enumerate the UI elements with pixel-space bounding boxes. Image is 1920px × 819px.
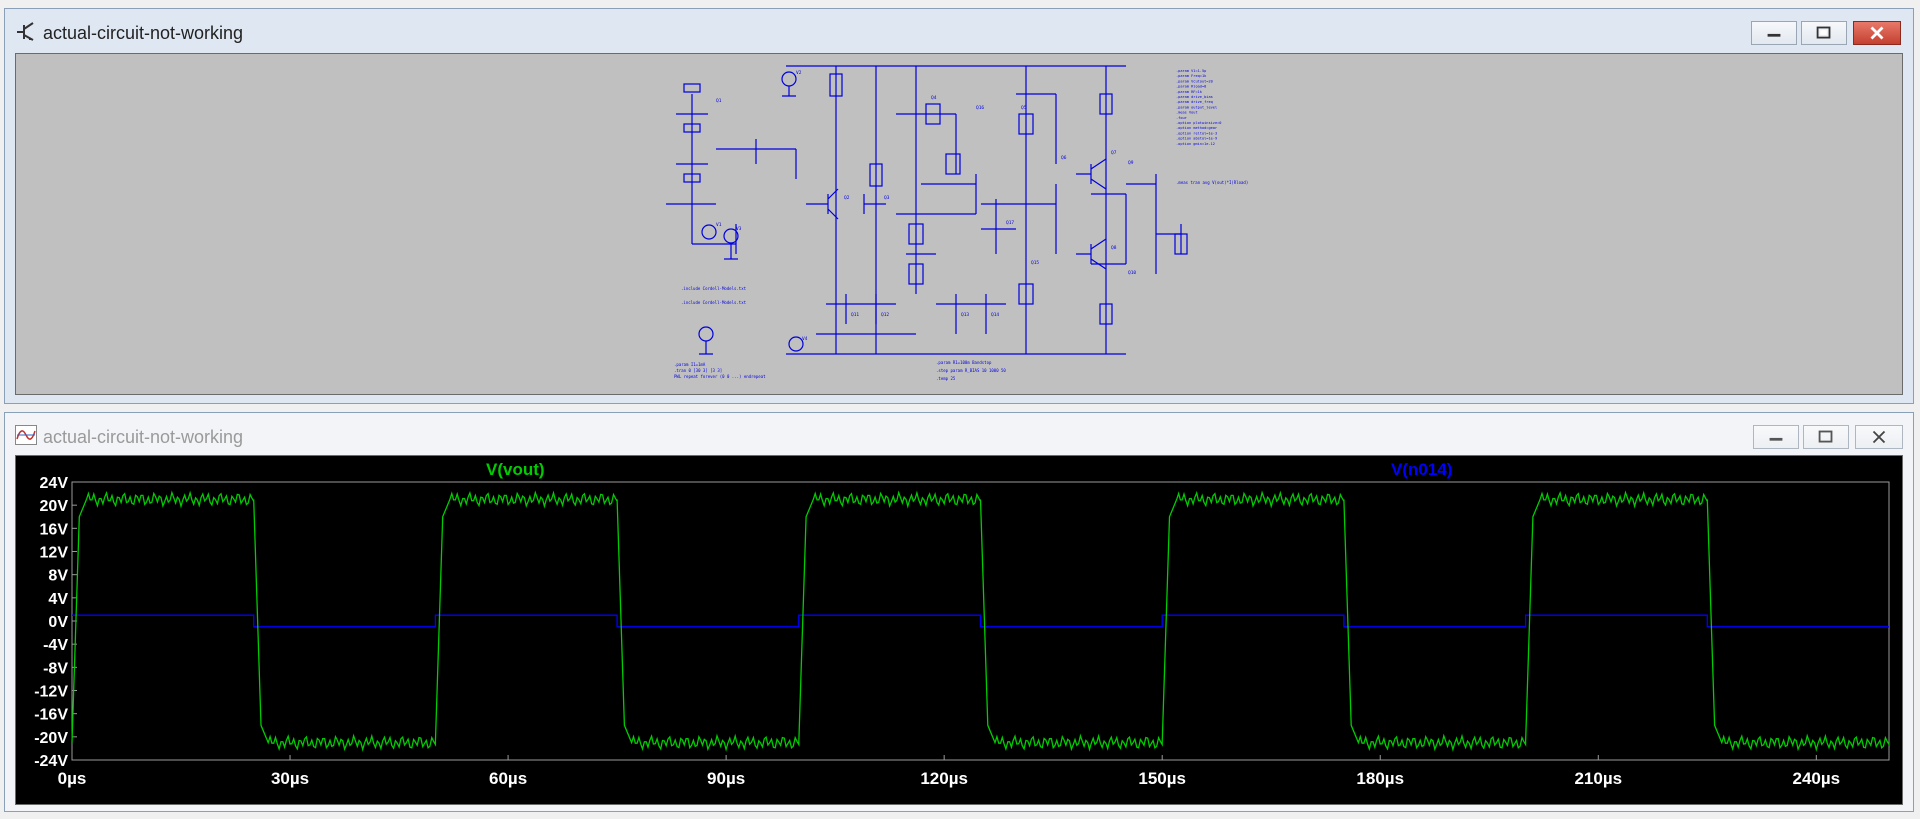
meas-directive: .meas tran avg V(out)*I(Rload) (1176, 180, 1248, 185)
schematic-window-title: actual-circuit-not-working (43, 23, 244, 43)
svg-text:Q1: Q1 (716, 98, 722, 104)
svg-text:Q12: Q12 (881, 312, 889, 318)
svg-text:Q14: Q14 (991, 312, 999, 318)
directive-pwl: PWL repeat forever (0 0 ...) endrepeat (674, 374, 766, 379)
svg-text:Q2: Q2 (844, 195, 850, 201)
close-icon (1872, 430, 1886, 444)
plot-minimize-button[interactable] (1753, 425, 1799, 449)
svg-text:V1: V1 (716, 222, 722, 228)
y-tick-label: 0V (48, 614, 68, 631)
y-tick-label: 12V (40, 545, 69, 562)
close-icon (1870, 26, 1884, 40)
plot-pane[interactable]: 24V 20V 16V 12V 8V 4V 0V -4V -8V -12V -16V -20V -24V… (15, 455, 1903, 805)
x-tick-label: 90µs (707, 769, 745, 788)
param-line: .meas Vout (1176, 111, 1198, 115)
y-tick-label: -24V (34, 753, 68, 770)
maximize-icon (1818, 430, 1833, 443)
param-line: .param RF=1k (1176, 90, 1203, 94)
param-line: .option plotwinsize=0 (1176, 121, 1221, 125)
param-line: .option method=gear (1176, 126, 1218, 130)
param-line: .param drive_freq (1176, 100, 1213, 104)
y-axis: 24V 20V 16V 12V 8V 4V 0V -4V -8V -12V -16V -20V -24V (34, 475, 77, 770)
param-line: .four (1176, 116, 1188, 120)
trace-n014[interactable] (72, 614, 1889, 628)
svg-text:Q3: Q3 (884, 195, 890, 201)
param-line: .option reltol=1e-3 (1176, 131, 1217, 135)
svg-text:V2: V2 (796, 70, 802, 76)
svg-text:Q6: Q6 (1061, 155, 1067, 161)
svg-text:Q4: Q4 (931, 95, 937, 101)
x-tick-label: 30µs (271, 769, 309, 788)
schematic-titlebar[interactable]: actual-circuit-not-working (5, 9, 1913, 53)
x-tick-label: 60µs (489, 769, 527, 788)
maximize-icon (1816, 26, 1831, 39)
svg-text:V3: V3 (736, 226, 742, 232)
param-line: .param output_level (1176, 105, 1217, 109)
plot-titlebar[interactable]: actual-circuit-not-working (5, 413, 1913, 457)
svg-text:Q17: Q17 (1006, 220, 1014, 226)
schematic-minimize-button[interactable] (1751, 21, 1797, 45)
minimize-icon (1769, 437, 1783, 441)
svg-text:Q9: Q9 (1128, 160, 1134, 166)
schematic-window: actual-circuit-not-working (4, 8, 1914, 404)
directive-param: .param I1=1mA (674, 362, 706, 367)
x-axis: 0µs 30µs 60µs 90µs 120µs 150µs 180µs 210µs 240µs (58, 755, 1840, 788)
x-tick-label: 210µs (1574, 769, 1622, 788)
svg-text:Q11: Q11 (851, 312, 859, 318)
minimize-icon (1767, 33, 1781, 37)
svg-text:Q13: Q13 (961, 312, 969, 318)
waveform-icon (15, 425, 37, 445)
param-line: .param Vcutout=20 (1176, 79, 1213, 83)
include-line-2: .include Cordell-Models.txt (681, 300, 747, 305)
svg-text:Q5: Q5 (1021, 105, 1027, 111)
param-line: .param V1=1.5p (1176, 69, 1206, 73)
param-block: .param V1=1.5p.param Freq=1k.param Vcuto… (1176, 69, 1221, 146)
y-tick-label: 16V (40, 521, 69, 538)
plot-maximize-button[interactable] (1803, 425, 1849, 449)
svg-text:V4: V4 (802, 336, 808, 342)
param-line: .option abstol=1e-9 (1176, 137, 1217, 141)
y-tick-label: -20V (34, 730, 68, 747)
schematic-maximize-button[interactable] (1801, 21, 1847, 45)
waveform-plot[interactable]: 24V 20V 16V 12V 8V 4V 0V -4V -8V -12V -16V -20V -24V… (16, 456, 1904, 806)
y-tick-label: 8V (48, 568, 68, 585)
y-tick-label: -12V (34, 684, 68, 701)
legend-vout[interactable]: V(vout) (486, 460, 545, 479)
x-tick-label: 0µs (58, 769, 87, 788)
plot-window: actual-circuit-not-working 24V 20V 16V 12V 8… (4, 412, 1914, 812)
y-tick-label: -16V (34, 707, 68, 724)
svg-text:Q8: Q8 (1111, 245, 1117, 251)
directive-tran: .tran 0 [30 3] [3 3] (674, 368, 722, 373)
schematic-icon (17, 22, 34, 41)
directive-r1: .param R1=100m Bandstop (936, 360, 992, 365)
legend-n014[interactable]: V(n014) (1391, 460, 1452, 479)
y-tick-label: 4V (48, 591, 68, 608)
plot-traces (71, 490, 1890, 752)
schematic-close-button[interactable] (1853, 21, 1901, 45)
param-line: .param Freq=1k (1176, 74, 1207, 78)
include-line-1: .include Cordell-Models.txt (681, 286, 747, 291)
y-tick-label: 24V (40, 475, 69, 492)
plot-window-title: actual-circuit-not-working (43, 427, 244, 447)
trace-vout[interactable] (71, 490, 1890, 752)
x-tick-label: 120µs (920, 769, 968, 788)
y-tick-label: 20V (40, 498, 69, 515)
directive-temp: .temp 25 (936, 376, 956, 381)
param-line: .param drive_bias (1176, 95, 1213, 99)
x-tick-label: 240µs (1793, 769, 1841, 788)
x-tick-label: 150µs (1138, 769, 1186, 788)
y-tick-label: -4V (43, 637, 68, 654)
svg-text:Q7: Q7 (1111, 150, 1117, 156)
x-tick-label: 180µs (1356, 769, 1404, 788)
param-line: .param Rload=8 (1176, 85, 1206, 89)
directive-step: .step param R_BIAS 10 1000 50 (936, 368, 1006, 373)
svg-text:Q15: Q15 (1031, 260, 1039, 266)
param-line: .option gmin=1e-12 (1176, 142, 1215, 146)
svg-text:Q10: Q10 (1128, 270, 1136, 276)
plot-close-button[interactable] (1855, 425, 1903, 449)
y-tick-label: -8V (43, 660, 68, 677)
svg-text:Q16: Q16 (976, 105, 984, 111)
